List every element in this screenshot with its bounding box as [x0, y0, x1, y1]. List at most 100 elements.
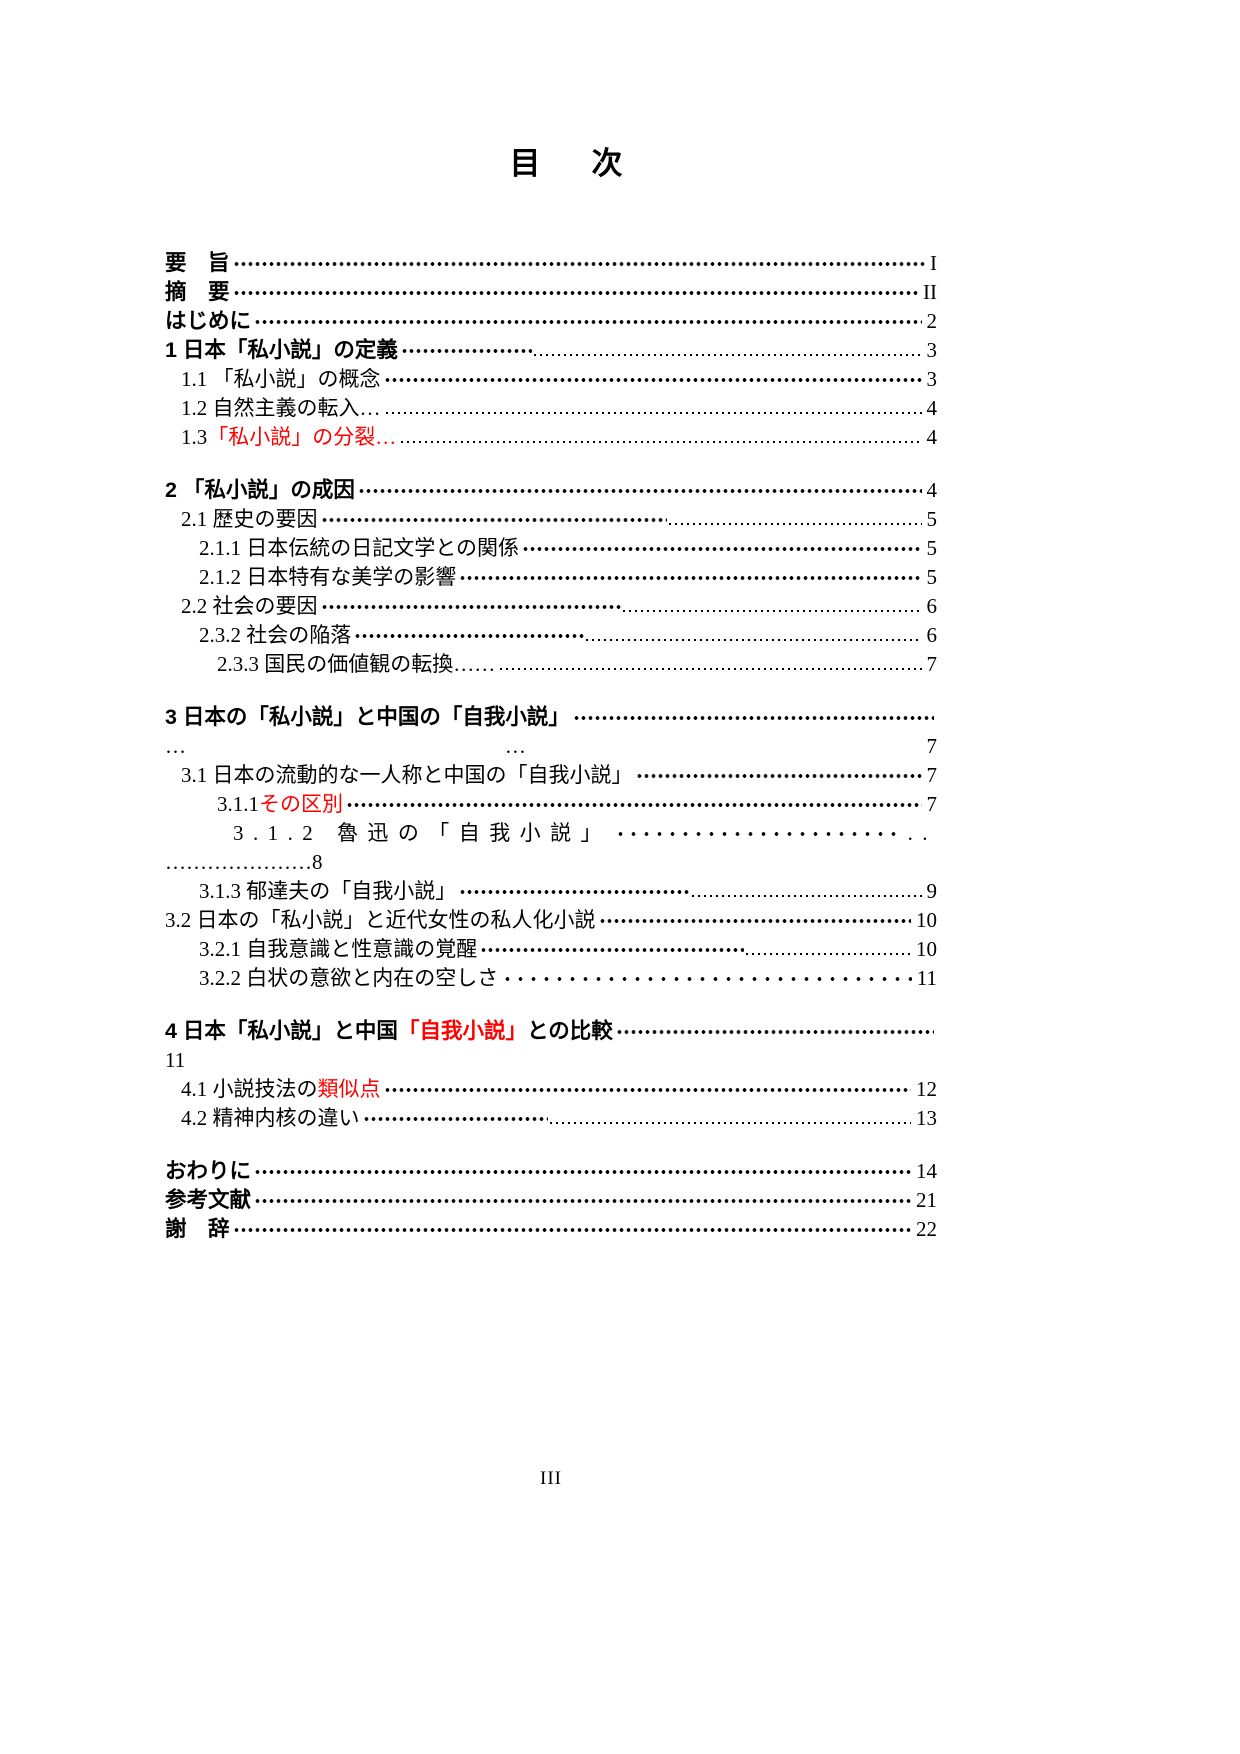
toc-entry: 4.1 小説技法の類似点 12 [165, 1075, 937, 1104]
toc-entry-label: 2.1.1 日本伝統の日記文学との関係 [199, 536, 520, 560]
dot-leader [459, 877, 691, 906]
toc-entry-label: … [165, 734, 186, 758]
toc-entry: 3.1 日本の流動的な一人称と中国の「自我小説」7 [165, 761, 937, 790]
toc-entry-label: 4.1 小説技法の [181, 1077, 318, 1101]
toc-entry-label: との比較 [526, 1019, 613, 1043]
dot-leader [667, 505, 922, 534]
toc-entry-page: 3 [926, 338, 938, 362]
toc-entry-page: 7 [926, 652, 938, 676]
toc-entry: 3.1.3 郁達夫の「自我小説」 9 [165, 877, 937, 906]
section-gap [165, 679, 937, 703]
toc-entry-page: 2 [926, 309, 938, 333]
toc-entry-label: はじめに [165, 309, 252, 333]
dot-leader [346, 790, 922, 819]
toc-entry: 3.2.2 白状の意欲と内在の空しさ 11 [165, 964, 937, 993]
toc-entry-continuation: … [504, 734, 526, 758]
toc-entry: おわりに 14 [165, 1157, 937, 1186]
toc-entry-page: 9 [926, 879, 938, 903]
toc-entry: 11 [165, 1046, 937, 1075]
toc-entry-page: 11 [916, 966, 937, 990]
toc-entry-page: 7 [926, 763, 938, 787]
toc-entry: 3.1.2 魯迅の「自我小説」.. [165, 819, 937, 848]
dot-leader [320, 592, 621, 621]
dot-leader [459, 563, 922, 592]
toc-entry-page: 4 [926, 425, 938, 449]
dot-leader [532, 336, 922, 365]
page-title: 目 次 [509, 146, 633, 181]
toc-entry-label: 3.1.3 郁達夫の「自我小説」 [199, 879, 457, 903]
toc-entry-label: 3.2 日本の「私小説」と近代女性の私人化小説 [165, 908, 596, 932]
toc-entry-label: 2.1 歴史の要因 [181, 507, 318, 531]
toc-entry: 参考文献 21 [165, 1186, 937, 1215]
toc-entry-label-red: 「自我小説」 [397, 1019, 527, 1043]
dot-leader [635, 761, 922, 790]
toc-entry: 1.2 自然主義の転入…4 [165, 394, 937, 423]
toc-entry: 3 日本の「私小説」と中国の「自我小説」 [165, 703, 937, 732]
toc-entry: ……7 [165, 732, 937, 761]
dot-leader [362, 1104, 548, 1133]
dot-leader [320, 505, 668, 534]
toc-entry: …………………8 [165, 848, 937, 877]
dot-leader [583, 621, 922, 650]
section-gap [165, 993, 937, 1017]
dot-leader [232, 249, 925, 278]
toc-entry-label: 3.1.1 [217, 792, 259, 816]
toc-entry-page: .. [907, 821, 937, 845]
toc-entry: 2.3.3 国民の価値観の転換……7 [165, 650, 937, 679]
toc-entry-page: 6 [926, 594, 938, 618]
dot-leader [615, 1017, 934, 1046]
toc-entry-label-red: その区別 [259, 792, 343, 816]
toc-entry: はじめに 2 [165, 307, 937, 336]
toc-entry-page: 6 [926, 623, 938, 647]
toc-entry-page: 3 [926, 367, 938, 391]
dot-leader [399, 423, 922, 452]
dot-leader [383, 394, 922, 423]
toc-entry-label: 1.1 「私小説」の概念 [181, 367, 381, 391]
toc-entry-page: 21 [916, 1188, 937, 1212]
toc-entry-label: 1 日本「私小説」の定義 [165, 338, 398, 362]
toc-entry-label: 11 [165, 1048, 186, 1072]
toc-entry-label: 要 旨 [165, 251, 230, 275]
dot-leader [480, 935, 745, 964]
toc-entry-label: 1.3 [181, 425, 208, 449]
dot-leader [547, 1104, 911, 1133]
toc-entry-label: おわりに [165, 1159, 252, 1183]
dot-leader [357, 476, 922, 505]
toc-entry-page: II [923, 280, 937, 304]
toc-entry: 3.2 日本の「私小説」と近代女性の私人化小説 10 [165, 906, 937, 935]
dot-leader [254, 307, 922, 336]
toc-entry-label: 2.2 社会の要因 [181, 594, 318, 618]
toc-entry-page: 22 [916, 1217, 937, 1241]
dot-leader [598, 906, 911, 935]
dot-leader [383, 1075, 911, 1104]
toc-entry-page: 4 [926, 478, 938, 502]
dot-leader [614, 819, 903, 848]
dot-leader [383, 365, 922, 394]
toc-entry-page: 5 [926, 507, 938, 531]
toc-entry: 1.1 「私小説」の概念 3 [165, 365, 937, 394]
toc-entry-page: 12 [916, 1077, 937, 1101]
toc-entry-page: 13 [916, 1106, 937, 1130]
toc-entry-label: 参考文献 [165, 1188, 252, 1212]
toc-entry-page: 14 [916, 1159, 937, 1183]
dot-leader [254, 1157, 911, 1186]
toc-entry: 1 日本「私小説」の定義 3 [165, 336, 937, 365]
toc-entry-page: 10 [916, 908, 937, 932]
dot-leader [572, 703, 934, 732]
toc-entry: 2.1 歴史の要因 5 [165, 505, 937, 534]
dot-leader [522, 534, 922, 563]
toc-entry-label: 2.1.2 日本特有な美学の影響 [199, 565, 457, 589]
toc-entry-label-red: 類似点 [317, 1077, 381, 1101]
